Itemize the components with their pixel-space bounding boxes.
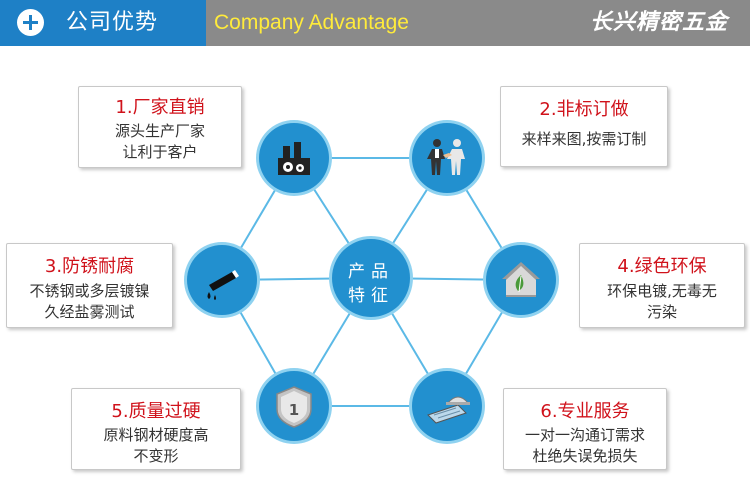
feature-text-line: 杜绝失误免损失 — [532, 447, 638, 465]
brand-name: 长兴精密五金 — [589, 10, 728, 35]
header-bar: 公司优势 Company Advantage 长兴精密五金 — [0, 0, 750, 46]
feature-text-line: 污染 — [646, 303, 677, 321]
feature-box-6: 6.专业服务 一对一沟通订需求 杜绝失误免损失 — [503, 388, 667, 470]
feature-text-line: 不锈钢或多层镀镍 — [29, 282, 150, 300]
test-tube-icon — [207, 270, 239, 300]
plus-icon — [17, 9, 44, 36]
blueprint-icon — [427, 396, 470, 424]
feature-text-line: 来样来图,按需订制 — [521, 130, 647, 148]
header-gray-section — [206, 0, 750, 46]
feature-box-4: 4.绿色环保 环保电镀,无毒无 污染 — [579, 243, 745, 328]
feature-text-line: 环保电镀,无毒无 — [607, 282, 717, 300]
center-label-line2: 特征 — [348, 286, 394, 306]
feature-text-line: 源头生产厂家 — [114, 122, 205, 140]
feature-text-line: 原料钢材硬度高 — [103, 426, 209, 444]
feature-title: 4.绿色环保 — [617, 256, 707, 277]
quality-badge-node: 1 — [259, 371, 329, 441]
feature-title: 2.非标订做 — [539, 99, 629, 120]
feature-title: 6.专业服务 — [540, 401, 630, 422]
feature-title: 5.质量过硬 — [111, 401, 201, 422]
feature-box-3: 3.防锈耐腐 不锈钢或多层镀镍 久经盐雾测试 — [6, 243, 173, 328]
eco-house-icon — [502, 262, 540, 297]
blueprint-node — [412, 371, 482, 441]
feature-box-2: 2.非标订做 来样来图,按需订制 — [500, 86, 668, 167]
feature-text-line: 一对一沟通订需求 — [524, 426, 645, 444]
feature-text-line: 久经盐雾测试 — [44, 303, 135, 321]
feature-title: 3.防锈耐腐 — [44, 256, 135, 277]
factory-node — [259, 123, 329, 193]
header-title-cn: 公司优势 — [66, 10, 159, 35]
header-title-en: Company Advantage — [214, 11, 409, 34]
handshake-icon — [427, 139, 465, 175]
test-tube-node — [187, 245, 257, 315]
handshake-node — [412, 123, 482, 193]
center-circle: 产品 特征 — [332, 239, 410, 317]
feature-box-5: 5.质量过硬 原料钢材硬度高 不变形 — [71, 388, 241, 470]
eco-house-node — [486, 245, 556, 315]
svg-text:1: 1 — [289, 401, 299, 419]
center-label-line1: 产品 — [348, 262, 394, 282]
feature-text-line: 不变形 — [133, 447, 179, 465]
feature-text-line: 让利于客户 — [122, 143, 198, 161]
feature-title: 1.厂家直销 — [115, 97, 205, 118]
quality-badge-icon: 1 — [276, 386, 312, 428]
feature-box-1: 1.厂家直销 源头生产厂家 让利于客户 — [78, 86, 242, 168]
factory-icon — [278, 142, 310, 175]
